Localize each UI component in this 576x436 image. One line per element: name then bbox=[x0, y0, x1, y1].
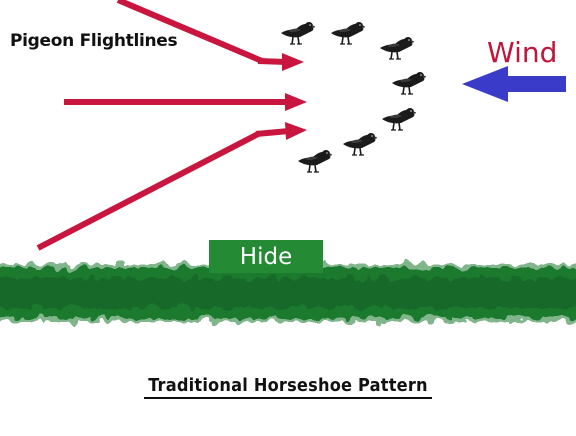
flightline-arrow-top bbox=[116, 0, 304, 71]
pigeon-decoy-icon bbox=[342, 132, 377, 156]
wind-label: Wind bbox=[487, 36, 558, 69]
hide-label: Hide bbox=[239, 243, 293, 270]
caption-text: Traditional Horseshoe Pattern bbox=[144, 375, 432, 399]
hedge bbox=[0, 264, 576, 322]
wind-arrow bbox=[462, 66, 566, 102]
flightline-arrows bbox=[36, 0, 307, 251]
pigeon-decoy-icon bbox=[391, 71, 426, 95]
pigeon-decoy-icon bbox=[280, 21, 315, 45]
flightline-arrow-bottom bbox=[36, 122, 307, 251]
pigeon-decoy-icon bbox=[381, 107, 416, 131]
pigeon-decoy-icon bbox=[330, 21, 365, 45]
diagram-caption: Traditional Horseshoe Pattern bbox=[0, 375, 576, 399]
flightline-arrow-middle bbox=[64, 93, 307, 111]
pigeon-decoy-icon bbox=[379, 36, 414, 60]
decoy-pattern bbox=[280, 21, 426, 173]
flightlines-label: Pigeon Flightlines bbox=[10, 31, 178, 51]
hide-marker: Hide bbox=[209, 240, 323, 273]
pigeon-decoy-icon bbox=[297, 149, 332, 173]
